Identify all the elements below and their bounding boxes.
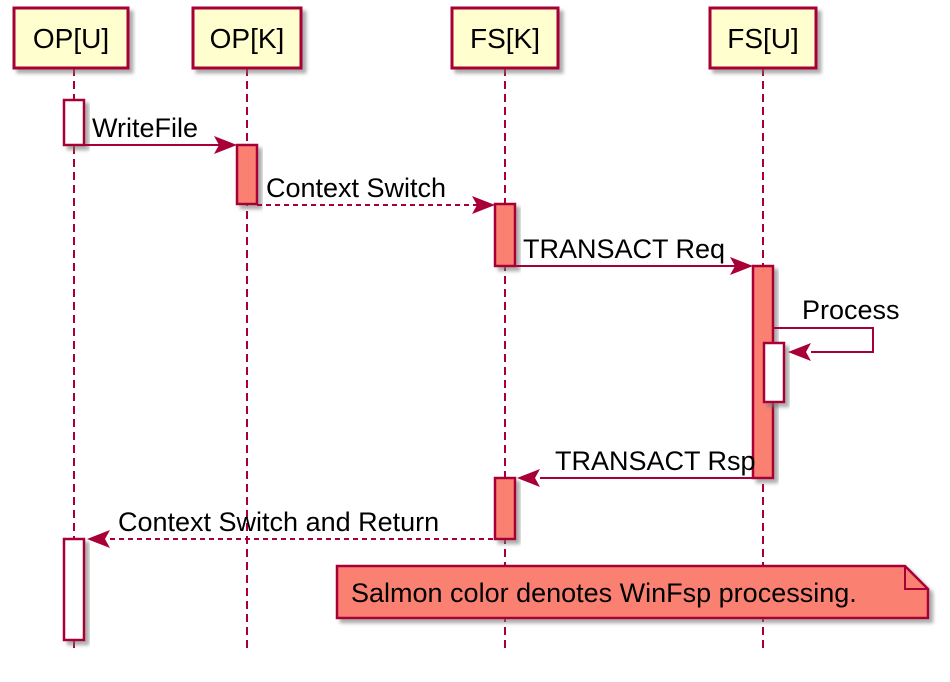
message-process-self: Process <box>773 295 900 361</box>
note-winfsp-legend: Salmon color denotes WinFsp processing. <box>335 564 930 620</box>
message-label-process: Process <box>802 295 900 325</box>
participant-label-fs-k: FS[K] <box>470 23 540 54</box>
note-label: Salmon color denotes WinFsp processing. <box>351 578 857 608</box>
activation-bar-op-k <box>235 143 259 206</box>
participant-box-op-k <box>191 6 303 70</box>
arrowhead-left-icon <box>87 530 110 548</box>
arrowhead-left-icon <box>517 469 540 487</box>
participant-op-u: OP[U] <box>12 6 130 70</box>
message-line-process <box>773 327 874 353</box>
participant-fs-u: FS[U] <box>708 6 818 70</box>
note-shape <box>335 564 930 620</box>
activation-bar-fs-k-response <box>493 476 517 541</box>
message-transact-rsp: TRANSACT Rsp <box>517 446 756 487</box>
message-label-transact-req: TRANSACT Req <box>523 234 725 264</box>
message-context-switch: Context Switch <box>257 173 495 214</box>
message-label-transact-rsp: TRANSACT Rsp <box>555 446 756 476</box>
activation-bar-fs-u-process-nested <box>762 341 786 404</box>
participant-label-op-k: OP[K] <box>210 23 285 54</box>
message-context-switch-return: Context Switch and Return <box>87 507 495 548</box>
message-transact-req: TRANSACT Req <box>515 234 753 275</box>
message-label-context-switch-return: Context Switch and Return <box>118 507 439 537</box>
participant-fs-k: FS[K] <box>450 6 560 70</box>
message-label-context-switch: Context Switch <box>266 173 446 203</box>
arrowhead-right-icon <box>730 257 753 275</box>
participant-box-op-u <box>12 6 130 70</box>
participant-label-fs-u: FS[U] <box>727 23 799 54</box>
message-write-file: WriteFile <box>84 113 237 154</box>
arrowhead-left-icon <box>788 343 811 361</box>
participant-op-k: OP[K] <box>191 6 303 70</box>
arrowhead-right-icon <box>472 196 495 214</box>
participant-box-fs-u <box>708 6 818 70</box>
activation-bar-op-u-bottom <box>62 537 86 642</box>
message-label-write-file: WriteFile <box>92 113 198 143</box>
participant-label-op-u: OP[U] <box>33 23 109 54</box>
note-fold-icon <box>904 566 928 590</box>
activation-bar-fs-k-request <box>493 202 517 268</box>
arrowhead-right-icon <box>214 136 237 154</box>
activation-bar-op-u-top <box>62 98 86 147</box>
participant-box-fs-k <box>450 6 560 70</box>
